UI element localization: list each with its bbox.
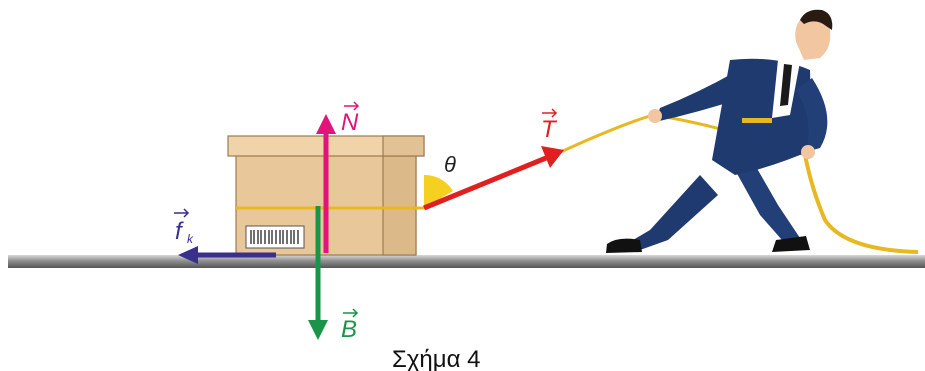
friction-force-symbol: f — [175, 218, 184, 245]
weight-force-symbol: B — [341, 316, 357, 343]
angle-theta-label: θ — [444, 152, 456, 177]
barcode-icon — [245, 225, 305, 249]
ground-surface — [8, 255, 925, 268]
weight-force-label: B — [341, 308, 359, 343]
friction-force-vector — [178, 246, 276, 264]
tension-force-symbol: T — [541, 116, 558, 143]
friction-force-label: f k — [174, 208, 194, 246]
tension-force-label: T — [541, 108, 558, 143]
man-pulling-rope-icon — [606, 9, 833, 253]
normal-force-label: N — [341, 101, 360, 136]
figure-caption: Σχήμα 4 — [392, 346, 481, 371]
angle-wedge — [424, 174, 453, 208]
tension-force-vector — [423, 146, 564, 211]
rope-tail — [803, 154, 919, 254]
normal-force-vector — [316, 114, 336, 253]
weight-force-vector — [308, 206, 328, 340]
friction-force-subscript: k — [187, 232, 194, 246]
normal-force-symbol: N — [341, 109, 359, 136]
